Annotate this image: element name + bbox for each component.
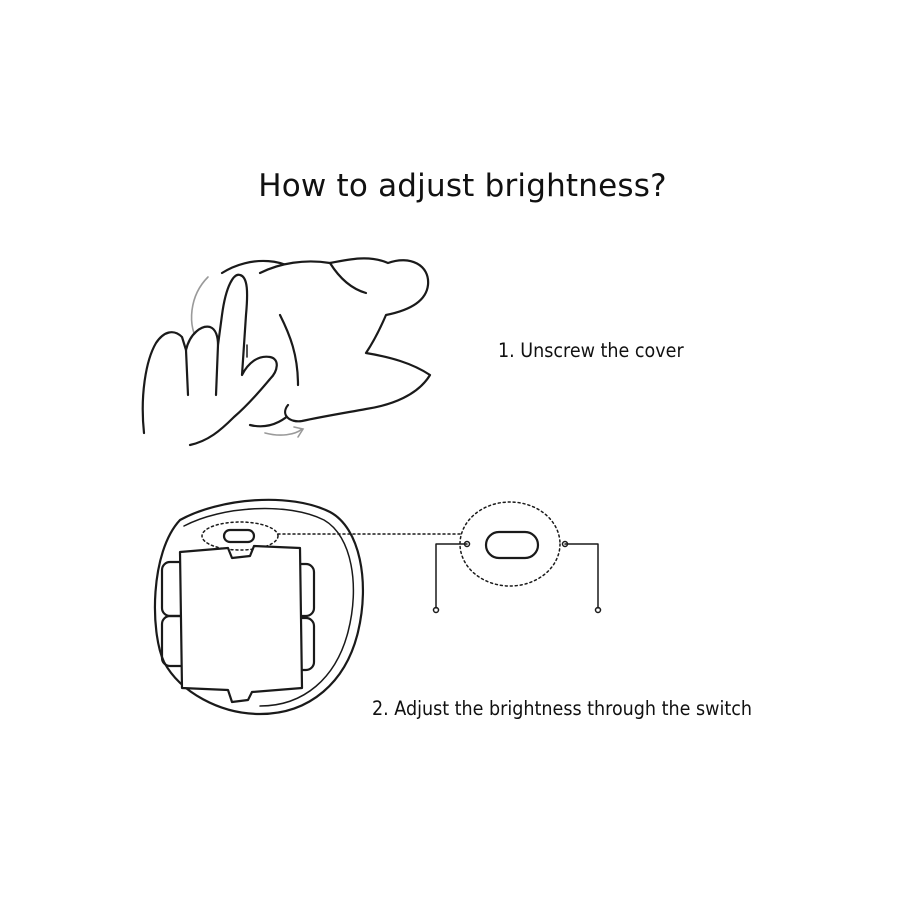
battery-compartment-illustration [153,498,602,716]
step-2-label: 2. Adjust the brightness through the swi… [372,697,752,720]
unscrew-cover-illustration [141,257,432,447]
page-title: How to adjust brightness? [258,168,667,204]
step-1-label: 1. Unscrew the cover [498,339,684,362]
